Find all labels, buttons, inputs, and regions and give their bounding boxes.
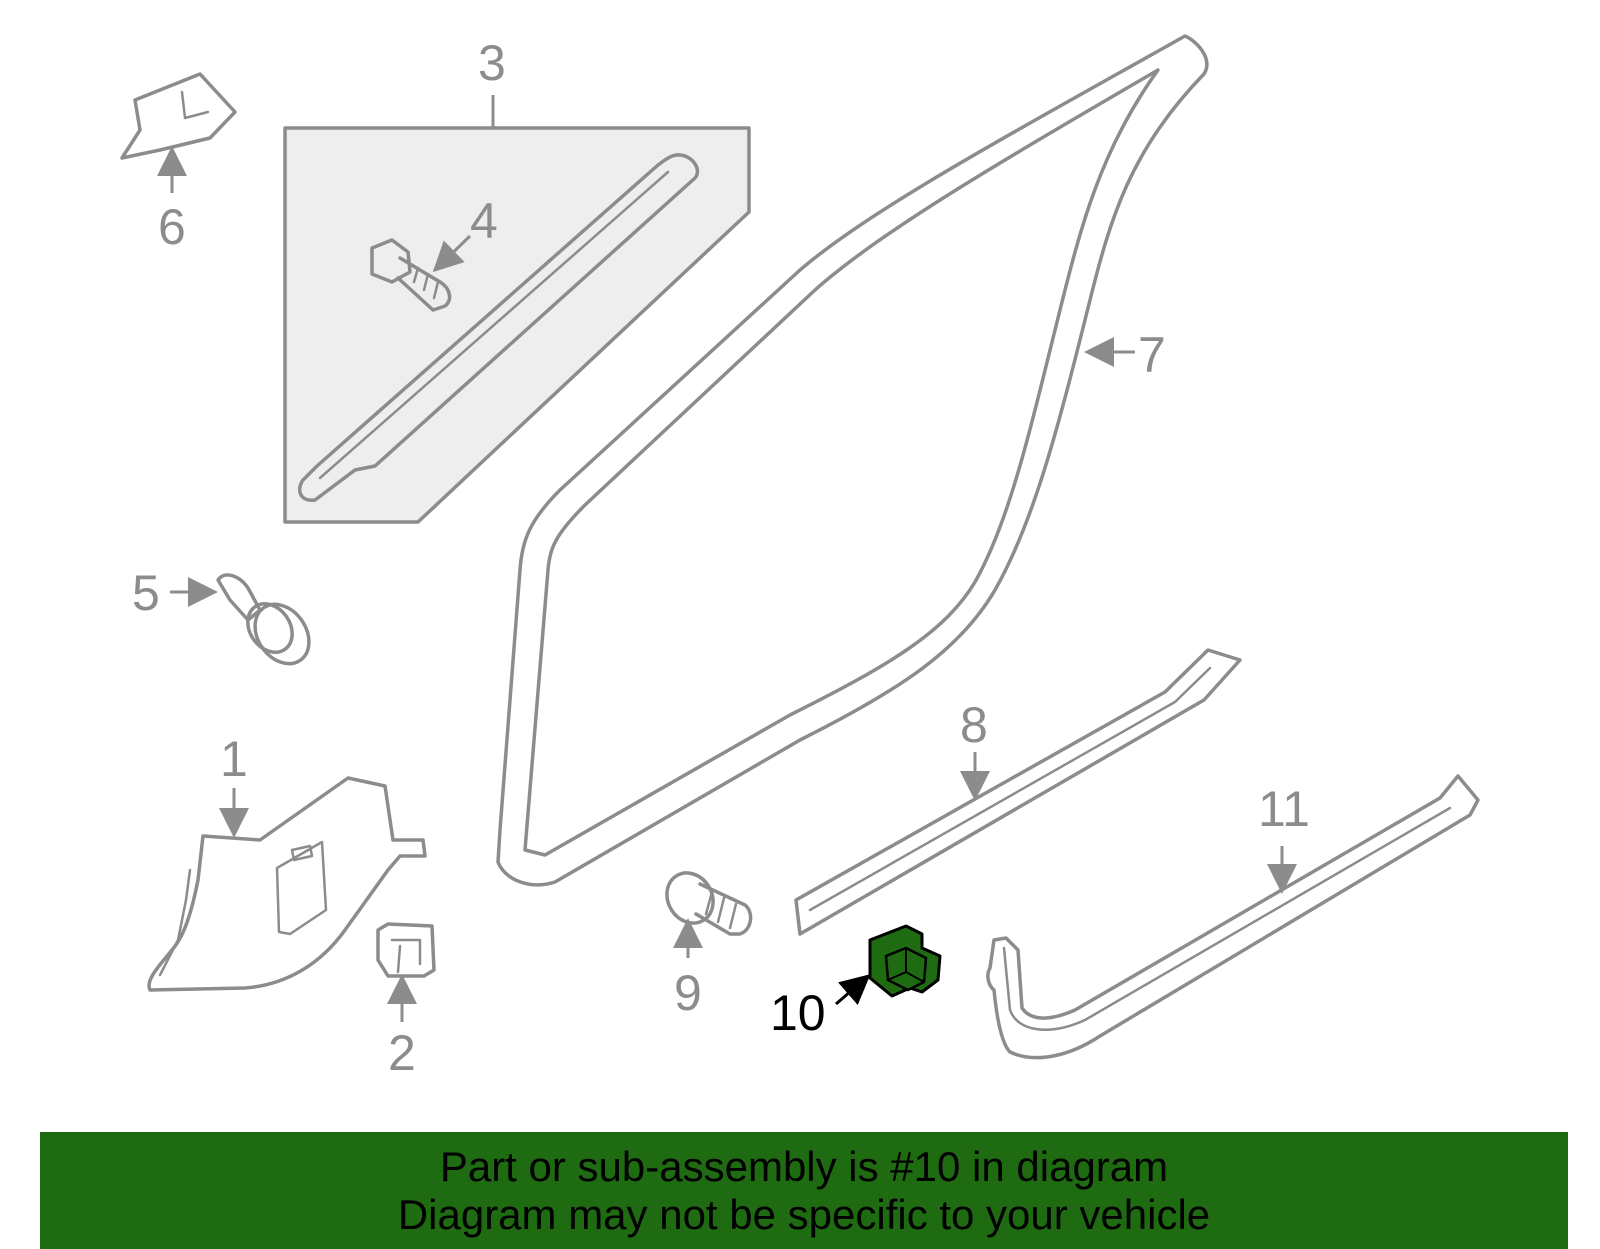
callout-10-label: 10 (770, 985, 826, 1041)
callout-2: 2 (387, 974, 417, 1081)
callout-4-label: 4 (470, 193, 498, 249)
callout-8: 8 (960, 697, 990, 801)
part-11-scuff-plate[interactable] (986, 774, 1480, 1060)
part-7-weatherstrip[interactable] (496, 34, 1209, 887)
part-5-clip[interactable] (216, 573, 320, 674)
part-9-bolt[interactable] (658, 864, 753, 936)
callout-3-label: 3 (478, 35, 506, 91)
callout-7-label: 7 (1138, 327, 1166, 383)
callout-8-label: 8 (960, 697, 988, 753)
callout-5-label: 5 (132, 565, 160, 621)
callout-9-label: 9 (674, 965, 702, 1021)
part-10-clip-highlighted[interactable] (868, 924, 942, 998)
parts-diagram: 6 3 4 7 5 (120, 34, 1480, 1081)
banner-line-2: Diagram may not be specific to your vehi… (397, 1190, 1211, 1238)
info-banner: Part or sub-assembly is #10 in diagram D… (40, 1132, 1568, 1249)
callout-3: 3 (478, 35, 506, 128)
part-1-trim-panel[interactable] (147, 776, 427, 992)
part-3-panel-assembly[interactable] (283, 126, 751, 524)
part-8-sill-plate[interactable] (794, 648, 1242, 936)
callout-11-label: 11 (1258, 781, 1310, 837)
callout-2-label: 2 (388, 1025, 416, 1081)
banner-line-1: Part or sub-assembly is #10 in diagram (439, 1142, 1169, 1190)
callout-10: 10 (770, 974, 871, 1041)
part-6-bracket[interactable] (120, 72, 237, 160)
callout-6-label: 6 (158, 199, 186, 255)
callout-11: 11 (1258, 781, 1310, 894)
callout-9: 9 (673, 918, 703, 1021)
callout-5: 5 (132, 565, 218, 621)
callout-1-label: 1 (220, 731, 248, 787)
callout-4: 4 (432, 193, 498, 273)
part-4-bolt[interactable] (370, 238, 452, 312)
callout-1: 1 (219, 731, 249, 838)
callout-7: 7 (1084, 327, 1166, 383)
part-2-clip[interactable] (376, 922, 436, 978)
callout-6: 6 (157, 146, 187, 255)
